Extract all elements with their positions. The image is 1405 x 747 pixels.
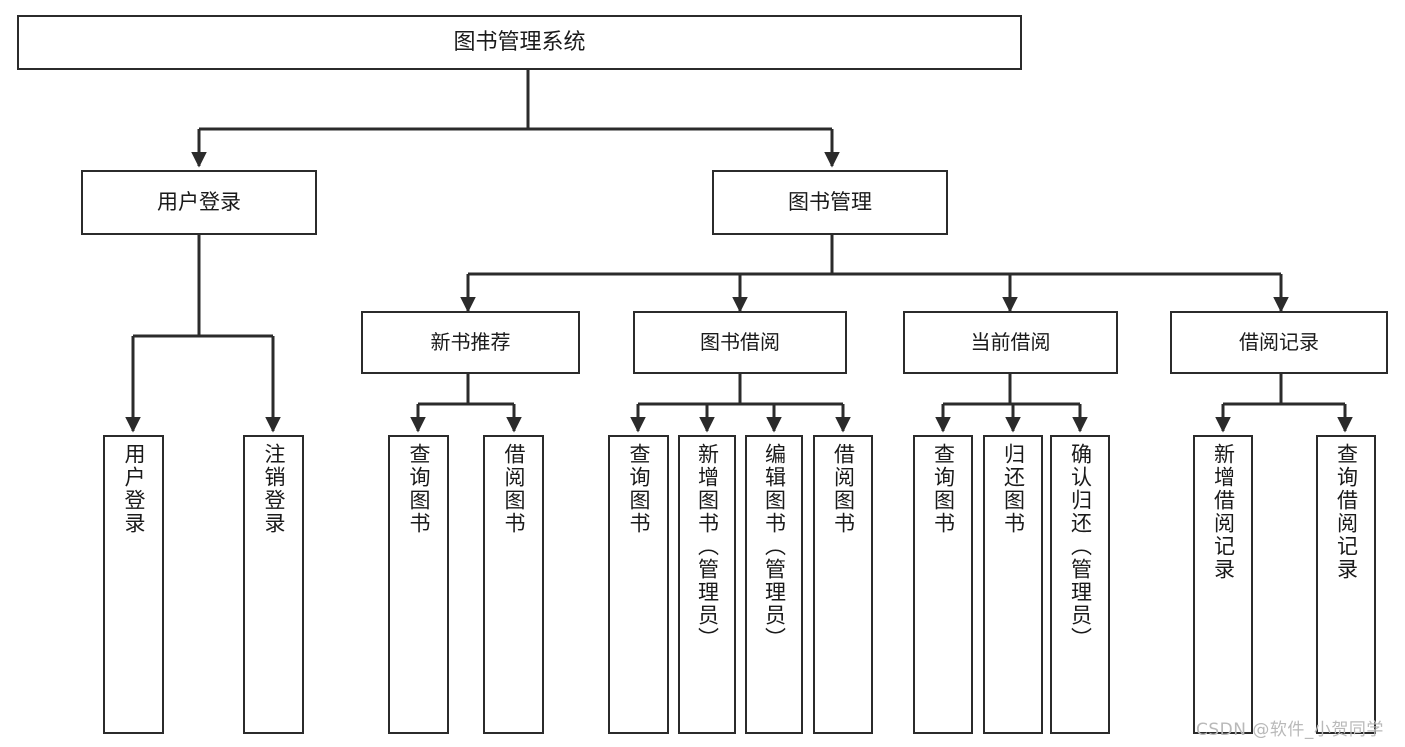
node-leaf-query-book-recommend-label: 查询图书 bbox=[407, 443, 431, 535]
node-book-borrow[interactable]: 图书借阅 bbox=[633, 311, 847, 374]
node-leaf-user-login-label: 用户登录 bbox=[122, 443, 146, 535]
node-book-management[interactable]: 图书管理 bbox=[712, 170, 948, 235]
node-leaf-return-book[interactable]: 归还图书 bbox=[983, 435, 1043, 734]
node-borrow-record-label: 借阅记录 bbox=[1239, 330, 1319, 354]
node-root[interactable]: 图书管理系统 bbox=[17, 15, 1022, 70]
node-leaf-return-book-label: 归还图书 bbox=[1001, 443, 1026, 535]
node-leaf-query-book-recommend[interactable]: 查询图书 bbox=[388, 435, 449, 734]
node-book-borrow-label: 图书借阅 bbox=[700, 330, 780, 354]
node-leaf-add-book-label: 新增图书（管理员） bbox=[695, 443, 720, 650]
node-leaf-logout[interactable]: 注销登录 bbox=[243, 435, 304, 734]
node-leaf-edit-book-label: 编辑图书（管理员） bbox=[762, 443, 787, 650]
node-user-login-label: 用户登录 bbox=[157, 190, 241, 215]
node-leaf-add-borrow-record-label: 新增借阅记录 bbox=[1211, 443, 1236, 581]
node-leaf-edit-book[interactable]: 编辑图书（管理员） bbox=[745, 435, 803, 734]
node-leaf-logout-label: 注销登录 bbox=[262, 443, 286, 535]
node-leaf-borrow-book[interactable]: 借阅图书 bbox=[813, 435, 873, 734]
node-leaf-add-borrow-record[interactable]: 新增借阅记录 bbox=[1193, 435, 1253, 734]
node-current-borrow[interactable]: 当前借阅 bbox=[903, 311, 1118, 374]
node-root-label: 图书管理系统 bbox=[453, 29, 586, 55]
node-leaf-add-book[interactable]: 新增图书（管理员） bbox=[678, 435, 736, 734]
node-leaf-query-book-borrow-label: 查询图书 bbox=[627, 443, 651, 535]
node-leaf-query-borrow-record-label: 查询借阅记录 bbox=[1334, 443, 1359, 581]
node-leaf-user-login[interactable]: 用户登录 bbox=[103, 435, 164, 734]
node-book-management-label: 图书管理 bbox=[788, 190, 872, 215]
node-leaf-borrow-book-recommend[interactable]: 借阅图书 bbox=[483, 435, 544, 734]
node-leaf-query-book-borrow[interactable]: 查询图书 bbox=[608, 435, 669, 734]
node-user-login[interactable]: 用户登录 bbox=[81, 170, 317, 235]
node-leaf-confirm-return[interactable]: 确认归还（管理员） bbox=[1050, 435, 1110, 734]
csdn-watermark: CSDN @软件_小贺同学 bbox=[1196, 720, 1384, 740]
node-current-borrow-label: 当前借阅 bbox=[970, 330, 1051, 354]
node-new-book-recommend[interactable]: 新书推荐 bbox=[361, 311, 580, 374]
node-leaf-borrow-book-recommend-label: 借阅图书 bbox=[502, 443, 526, 535]
node-leaf-query-borrow-record[interactable]: 查询借阅记录 bbox=[1316, 435, 1376, 734]
node-leaf-query-book-current[interactable]: 查询图书 bbox=[913, 435, 973, 734]
node-borrow-record[interactable]: 借阅记录 bbox=[1170, 311, 1388, 374]
node-leaf-borrow-book-label: 借阅图书 bbox=[831, 443, 856, 535]
node-leaf-query-book-current-label: 查询图书 bbox=[931, 443, 956, 535]
node-leaf-confirm-return-label: 确认归还（管理员） bbox=[1068, 443, 1093, 650]
node-new-book-recommend-label: 新书推荐 bbox=[430, 330, 511, 354]
